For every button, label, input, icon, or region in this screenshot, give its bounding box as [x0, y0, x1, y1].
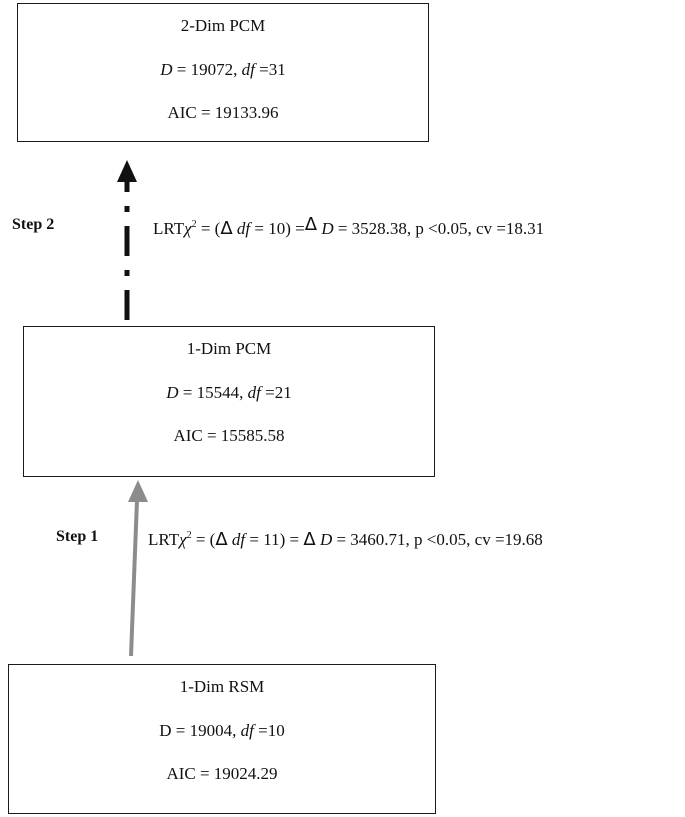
step-1-lrt-statistic: LRTχ2 = (Δ df = 11) = Δ D = 3460.71, p <…	[148, 525, 543, 551]
df-change: = 10) =	[250, 219, 305, 238]
lrt-result: = 3460.71, p <0.05, cv =19.68	[332, 530, 543, 549]
model-deviance-df: D = 19072, df =31	[18, 60, 428, 80]
deviance-symbol: D	[166, 383, 179, 402]
model-aic: AIC = 19024.29	[166, 764, 278, 783]
df-symbol: df	[232, 219, 251, 238]
deviance-symbol: D	[160, 60, 173, 79]
df-symbol: df	[240, 721, 254, 740]
chi-symbol: χ	[184, 219, 192, 238]
deviance-value: = 19004,	[171, 721, 241, 740]
df-change: = 11) =	[245, 530, 304, 549]
lrt-equals-open: = (	[191, 530, 216, 549]
deviance-value: = 19072,	[172, 60, 242, 79]
step-2-arrow	[117, 160, 137, 320]
model-name: 1-Dim PCM	[186, 339, 272, 358]
deviance-symbol: D	[317, 219, 334, 238]
deviance-symbol: D	[315, 530, 333, 549]
model-deviance-df: D = 15544, df =21	[24, 383, 434, 403]
df-value: =21	[260, 383, 292, 402]
delta-icon: Δ	[303, 529, 316, 550]
step-1-label: Step 1	[56, 528, 99, 545]
model-name: 1-Dim RSM	[179, 677, 265, 696]
lrt-result: = 3528.38, p <0.05, cv =18.31	[333, 219, 545, 238]
step-2-lrt-statistic: LRTχ2 = (Δ df = 10) =Δ D = 3528.38, p <0…	[153, 214, 544, 240]
chi-exponent: 2	[191, 219, 197, 230]
arrow-up-icon	[128, 480, 148, 502]
chi-exponent: 2	[186, 530, 192, 541]
delta-icon: Δ	[304, 214, 318, 235]
df-value: =31	[254, 60, 286, 79]
lrt-prefix: LRT	[148, 530, 180, 549]
model-aic: AIC = 19133.96	[167, 103, 279, 122]
lrt-prefix: LRT	[153, 219, 185, 238]
step-1-arrow	[128, 480, 148, 657]
df-symbol: df	[227, 530, 246, 549]
delta-icon: Δ	[215, 529, 228, 550]
deviance-symbol: D	[159, 721, 172, 740]
deviance-value: = 15544,	[178, 383, 248, 402]
model-name: 2-Dim PCM	[180, 16, 266, 35]
model-box-2dim-pcm: 2-Dim PCM D = 19072, df =31 AIC = 19133.…	[17, 3, 429, 142]
chi-symbol: χ	[179, 530, 187, 549]
df-symbol: df	[247, 383, 261, 402]
model-deviance-df: D = 19004, df =10	[9, 721, 435, 741]
step-2-label: Step 2	[12, 216, 55, 233]
lrt-equals-open: = (	[196, 219, 221, 238]
model-box-1dim-rsm: 1-Dim RSM D = 19004, df =10 AIC = 19024.…	[8, 664, 436, 814]
step-1-arrow-shaft	[129, 499, 139, 657]
arrow-up-icon	[117, 160, 137, 182]
delta-icon: Δ	[220, 218, 233, 239]
model-aic: AIC = 15585.58	[173, 426, 285, 445]
df-symbol: df	[241, 60, 255, 79]
model-box-1dim-pcm: 1-Dim PCM D = 15544, df =21 AIC = 15585.…	[23, 326, 435, 477]
df-value: =10	[253, 721, 285, 740]
